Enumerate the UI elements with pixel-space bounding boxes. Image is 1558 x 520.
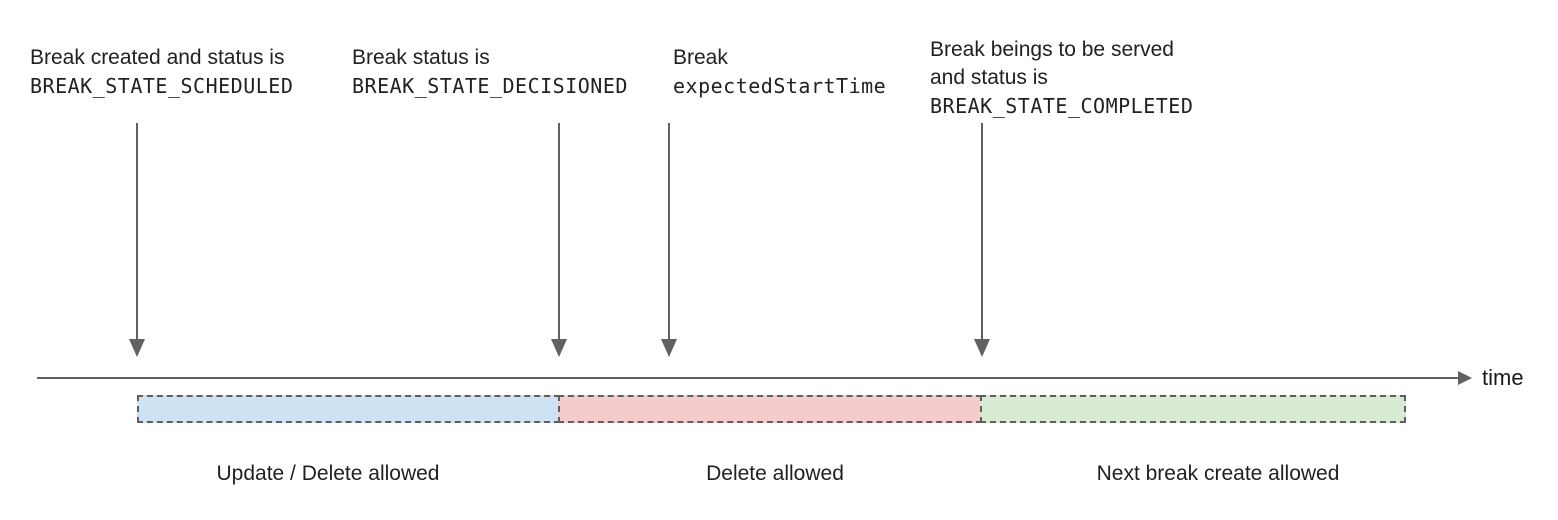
arrow-head-icon [661,339,677,357]
segment-next-break-create-allowed [980,395,1406,423]
annotation-text-line: Break beings to be served [930,38,1174,61]
segment-label-delete: Delete allowed [706,462,844,485]
annotation-expected-start-time: Break expectedStartTime [673,44,886,100]
arrow-shaft [668,123,670,339]
annotation-text-line: Break created and status is [30,46,285,69]
arrow-head-icon [551,339,567,357]
arrow-head-icon [129,339,145,357]
time-axis-line [37,377,1458,379]
arrow-shaft [136,123,138,339]
annotation-code-line: BREAK_STATE_COMPLETED [930,94,1194,118]
arrow-head-icon [974,339,990,357]
annotation-code-line: BREAK_STATE_SCHEDULED [30,74,294,98]
time-axis-arrowhead-icon [1458,371,1472,385]
annotation-text-line: Break [673,46,728,69]
annotation-break-completed: Break beings to be served and status is … [930,36,1193,120]
arrow-shaft [981,123,983,339]
annotation-break-scheduled: Break created and status is BREAK_STATE_… [30,44,293,100]
annotation-text-line: and status is [930,66,1048,89]
annotation-code-line: BREAK_STATE_DECISIONED [352,74,628,98]
segment-update-delete-allowed [137,395,560,423]
segment-label-next-break: Next break create allowed [1096,462,1340,485]
annotation-text-line: Break status is [352,46,490,69]
annotation-break-decisioned: Break status is BREAK_STATE_DECISIONED [352,44,628,100]
segment-label-update-delete: Update / Delete allowed [216,462,440,485]
arrow-shaft [558,123,560,339]
annotation-code-line: expectedStartTime [673,74,887,98]
segment-delete-allowed [558,395,982,423]
time-axis-label: time [1482,365,1524,390]
